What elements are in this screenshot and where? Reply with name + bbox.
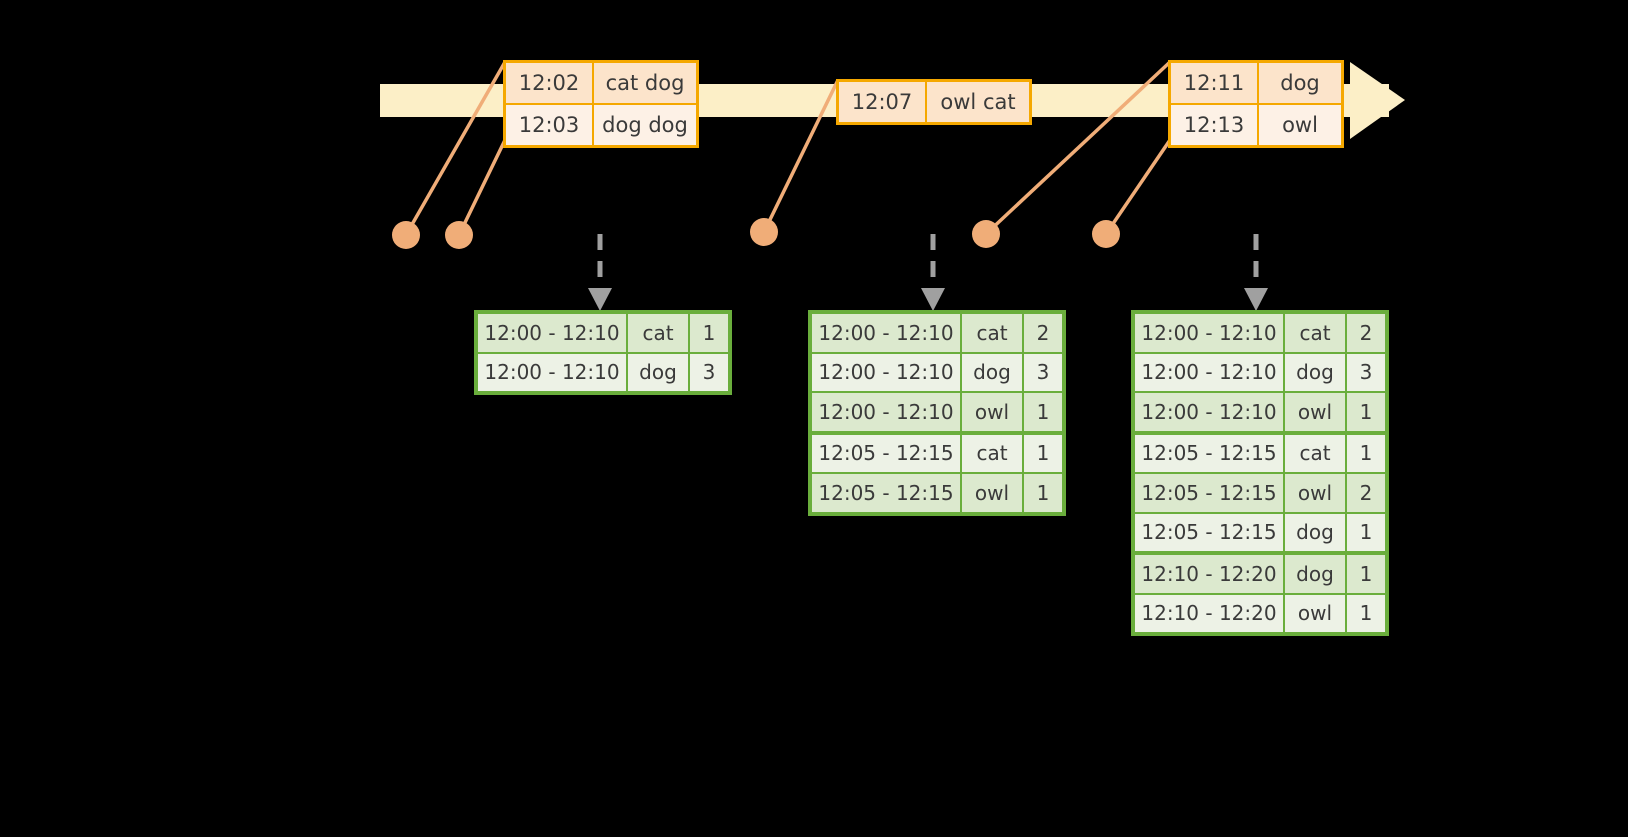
event-dot-5 xyxy=(1092,220,1120,248)
event-group-3: 12:11 dog 12:13 owl xyxy=(1168,60,1344,148)
event-group-2: 12:07 owl cat xyxy=(836,79,1032,125)
table-row: 12:00 - 12:10 owl 1 xyxy=(1135,391,1385,431)
window-cell: 12:10 - 12:20 xyxy=(1135,555,1283,593)
key-cell: dog xyxy=(626,353,688,391)
table-row: 12:00 - 12:10 dog 3 xyxy=(478,351,728,391)
connector-line-5 xyxy=(1104,139,1172,235)
count-cell: 2 xyxy=(1345,474,1385,512)
count-cell: 2 xyxy=(1345,314,1385,352)
event-row: 12:11 dog xyxy=(1171,63,1341,103)
event-time: 12:07 xyxy=(839,82,925,122)
window-cell: 12:00 - 12:10 xyxy=(1135,393,1283,431)
event-payload: cat dog xyxy=(592,63,696,103)
event-payload: owl xyxy=(1257,105,1341,145)
event-dot-1 xyxy=(392,221,420,249)
table-row: 12:05 - 12:15 owl 2 xyxy=(1135,472,1385,512)
key-cell: dog xyxy=(1283,353,1345,391)
window-cell: 12:05 - 12:15 xyxy=(812,434,960,472)
event-dots xyxy=(392,218,1120,249)
event-time: 12:03 xyxy=(506,105,592,145)
table-row: 12:00 - 12:10 cat 2 xyxy=(812,314,1062,352)
event-payload: dog xyxy=(1257,63,1341,103)
connector-line-2 xyxy=(457,139,507,236)
count-cell: 2 xyxy=(1022,314,1062,352)
window-cell: 12:00 - 12:10 xyxy=(478,314,626,352)
emit-arrow-3 xyxy=(1244,234,1268,311)
key-cell: owl xyxy=(1283,393,1345,431)
event-row: 12:07 owl cat xyxy=(839,82,1029,122)
table-row: 12:10 - 12:20 dog 1 xyxy=(1135,551,1385,593)
count-cell: 3 xyxy=(688,353,728,391)
window-cell: 12:00 - 12:10 xyxy=(812,314,960,352)
event-payload: dog dog xyxy=(592,105,696,145)
key-cell: dog xyxy=(1283,555,1345,593)
key-cell: cat xyxy=(1283,314,1345,352)
key-cell: cat xyxy=(960,434,1022,472)
event-dot-4 xyxy=(972,220,1000,248)
event-time: 12:02 xyxy=(506,63,592,103)
window-cell: 12:00 - 12:10 xyxy=(812,353,960,391)
table-row: 12:00 - 12:10 cat 2 xyxy=(1135,314,1385,352)
window-cell: 12:05 - 12:15 xyxy=(1135,513,1283,551)
count-cell: 1 xyxy=(1345,555,1385,593)
event-dot-3 xyxy=(750,218,778,246)
table-row: 12:00 - 12:10 dog 3 xyxy=(1135,351,1385,391)
key-cell: owl xyxy=(1283,474,1345,512)
event-row: 12:03 dog dog xyxy=(506,103,696,145)
key-cell: owl xyxy=(1283,594,1345,632)
event-time: 12:11 xyxy=(1171,63,1257,103)
table-row: 12:05 - 12:15 owl 1 xyxy=(812,472,1062,512)
window-cell: 12:05 - 12:15 xyxy=(1135,434,1283,472)
count-cell: 1 xyxy=(1345,393,1385,431)
count-cell: 1 xyxy=(1345,513,1385,551)
result-table-1: 12:00 - 12:10 cat 1 12:00 - 12:10 dog 3 xyxy=(474,310,732,395)
key-cell: owl xyxy=(960,393,1022,431)
count-cell: 1 xyxy=(1022,434,1062,472)
table-row: 12:05 - 12:15 dog 1 xyxy=(1135,511,1385,551)
event-dot-2 xyxy=(445,221,473,249)
result-table-3: 12:00 - 12:10 cat 2 12:00 - 12:10 dog 3 … xyxy=(1131,310,1389,636)
emit-arrows xyxy=(588,234,1268,311)
window-cell: 12:00 - 12:10 xyxy=(812,393,960,431)
count-cell: 1 xyxy=(1022,393,1062,431)
key-cell: cat xyxy=(960,314,1022,352)
key-cell: dog xyxy=(960,353,1022,391)
count-cell: 1 xyxy=(1345,434,1385,472)
emit-arrow-1 xyxy=(588,234,612,311)
count-cell: 3 xyxy=(1345,353,1385,391)
emit-arrow-2 xyxy=(921,234,945,311)
event-row: 12:13 owl xyxy=(1171,103,1341,145)
key-cell: cat xyxy=(1283,434,1345,472)
event-time: 12:13 xyxy=(1171,105,1257,145)
table-row: 12:05 - 12:15 cat 1 xyxy=(1135,430,1385,472)
window-cell: 12:05 - 12:15 xyxy=(1135,474,1283,512)
count-cell: 1 xyxy=(1022,474,1062,512)
connector-line-1 xyxy=(404,61,507,236)
event-group-1: 12:02 cat dog 12:03 dog dog xyxy=(503,60,699,148)
window-cell: 12:10 - 12:20 xyxy=(1135,594,1283,632)
window-cell: 12:05 - 12:15 xyxy=(812,474,960,512)
count-cell: 1 xyxy=(1345,594,1385,632)
window-cell: 12:00 - 12:10 xyxy=(478,353,626,391)
count-cell: 1 xyxy=(688,314,728,352)
key-cell: dog xyxy=(1283,513,1345,551)
result-table-2: 12:00 - 12:10 cat 2 12:00 - 12:10 dog 3 … xyxy=(808,310,1066,516)
connector-line-3 xyxy=(762,79,840,233)
table-row: 12:10 - 12:20 owl 1 xyxy=(1135,592,1385,632)
event-row: 12:02 cat dog xyxy=(506,63,696,103)
table-row: 12:00 - 12:10 dog 3 xyxy=(812,351,1062,391)
table-row: 12:00 - 12:10 cat 1 xyxy=(478,314,728,352)
window-cell: 12:00 - 12:10 xyxy=(1135,353,1283,391)
key-cell: owl xyxy=(960,474,1022,512)
key-cell: cat xyxy=(626,314,688,352)
count-cell: 3 xyxy=(1022,353,1062,391)
window-cell: 12:00 - 12:10 xyxy=(1135,314,1283,352)
table-row: 12:05 - 12:15 cat 1 xyxy=(812,430,1062,472)
table-row: 12:00 - 12:10 owl 1 xyxy=(812,391,1062,431)
event-payload: owl cat xyxy=(925,82,1029,122)
